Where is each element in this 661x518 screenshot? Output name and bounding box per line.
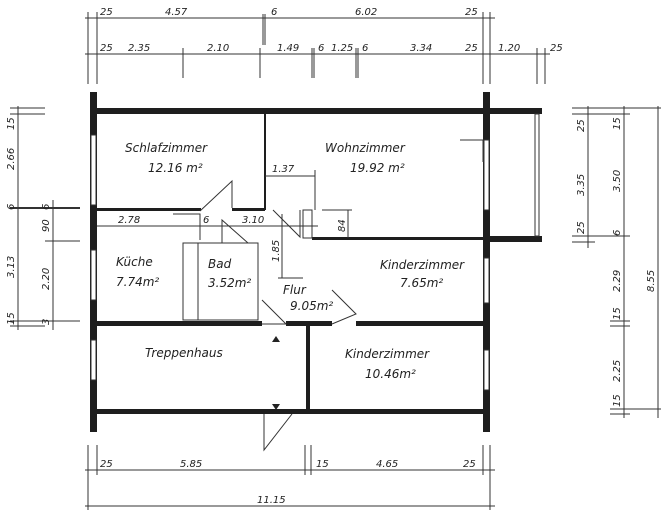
dim-label: 2.78: [118, 215, 140, 226]
dim-label: 6: [318, 43, 324, 54]
room-kinderzimmer-2: Kinderzimmer: [345, 347, 430, 361]
walls: [90, 92, 542, 452]
dim-label: 1.20: [498, 43, 520, 54]
room-labels: Schlafzimmer 12.16 m² Wohnzimmer 19.92 m…: [116, 141, 465, 381]
area-schlafzimmer: 12.16 m²: [148, 161, 203, 175]
dim-label: 5.85: [180, 459, 202, 470]
room-flur: Flur: [283, 283, 307, 297]
room-treppenhaus: Treppenhaus: [145, 346, 223, 360]
room-kinderzimmer-1: Kinderzimmer: [380, 258, 465, 272]
dim-label: 3: [41, 319, 52, 325]
dimension-labels: 25 4.57 6 6.02 25 25 2.35 2.10 1.49 6 1.…: [6, 7, 657, 506]
dim-label: 1.25: [331, 43, 353, 54]
dim-label: 3.50: [612, 170, 623, 192]
entrance-arrow-icon: [272, 336, 280, 342]
dim-label: 2.25: [612, 360, 623, 382]
dim-label: 25: [576, 221, 587, 234]
dim-label: 2.20: [41, 268, 52, 290]
dim-label: 1.37: [272, 164, 295, 175]
room-kueche: Küche: [116, 255, 153, 269]
dim-label: 25: [550, 43, 563, 54]
dim-label: 25: [465, 7, 478, 18]
dim-label: 3.35: [576, 174, 587, 196]
dim-label: 11.15: [257, 495, 286, 506]
room-bad: Bad: [208, 257, 232, 271]
dim-label: 3.10: [242, 215, 264, 226]
dim-label: 6: [362, 43, 368, 54]
dim-label: 25: [100, 459, 113, 470]
dim-label: 1.85: [271, 240, 282, 262]
dim-label: 6: [41, 204, 52, 210]
dim-label: 8.55: [646, 270, 657, 292]
dim-label: 25: [100, 7, 113, 18]
dim-label: 2.35: [128, 43, 150, 54]
dim-label: 84: [337, 219, 348, 232]
area-flur: 9.05m²: [290, 299, 333, 313]
dim-label: 6: [271, 7, 277, 18]
dim-label: 15: [316, 459, 329, 470]
dim-label: 4.57: [165, 7, 188, 18]
entrance-arrow-icon: [272, 404, 280, 410]
area-wohnzimmer: 19.92 m²: [350, 161, 405, 175]
dim-label: 25: [576, 119, 587, 132]
dimension-lines: [10, 12, 661, 510]
room-wohnzimmer: Wohnzimmer: [325, 141, 406, 155]
dim-label: 6.02: [355, 7, 377, 18]
dim-label: 2.10: [207, 43, 229, 54]
dim-label: 3.13: [6, 256, 17, 278]
dim-label: 15: [612, 307, 623, 320]
area-bad: 3.52m²: [208, 276, 251, 290]
dim-label: 4.65: [376, 459, 398, 470]
dim-label: 6: [203, 215, 209, 226]
dim-label: 15: [6, 312, 17, 325]
dim-label: 25: [463, 459, 476, 470]
dim-label: 3.34: [410, 43, 432, 54]
dim-label: 25: [100, 43, 113, 54]
dim-label: 15: [612, 117, 623, 130]
dim-label: 1.49: [277, 43, 299, 54]
dim-label: 2.66: [6, 148, 17, 170]
dim-label: 6: [612, 230, 623, 236]
dim-label: 6: [6, 204, 17, 210]
dim-label: 90: [41, 219, 52, 232]
area-kinderzimmer-2: 10.46m²: [365, 367, 416, 381]
dim-label: 15: [612, 394, 623, 407]
area-kinderzimmer-1: 7.65m²: [400, 276, 443, 290]
dim-label: 15: [6, 117, 17, 130]
area-kueche: 7.74m²: [116, 275, 159, 289]
dim-label: 25: [465, 43, 478, 54]
room-schlafzimmer: Schlafzimmer: [125, 141, 208, 155]
dim-label: 2.29: [612, 270, 623, 292]
